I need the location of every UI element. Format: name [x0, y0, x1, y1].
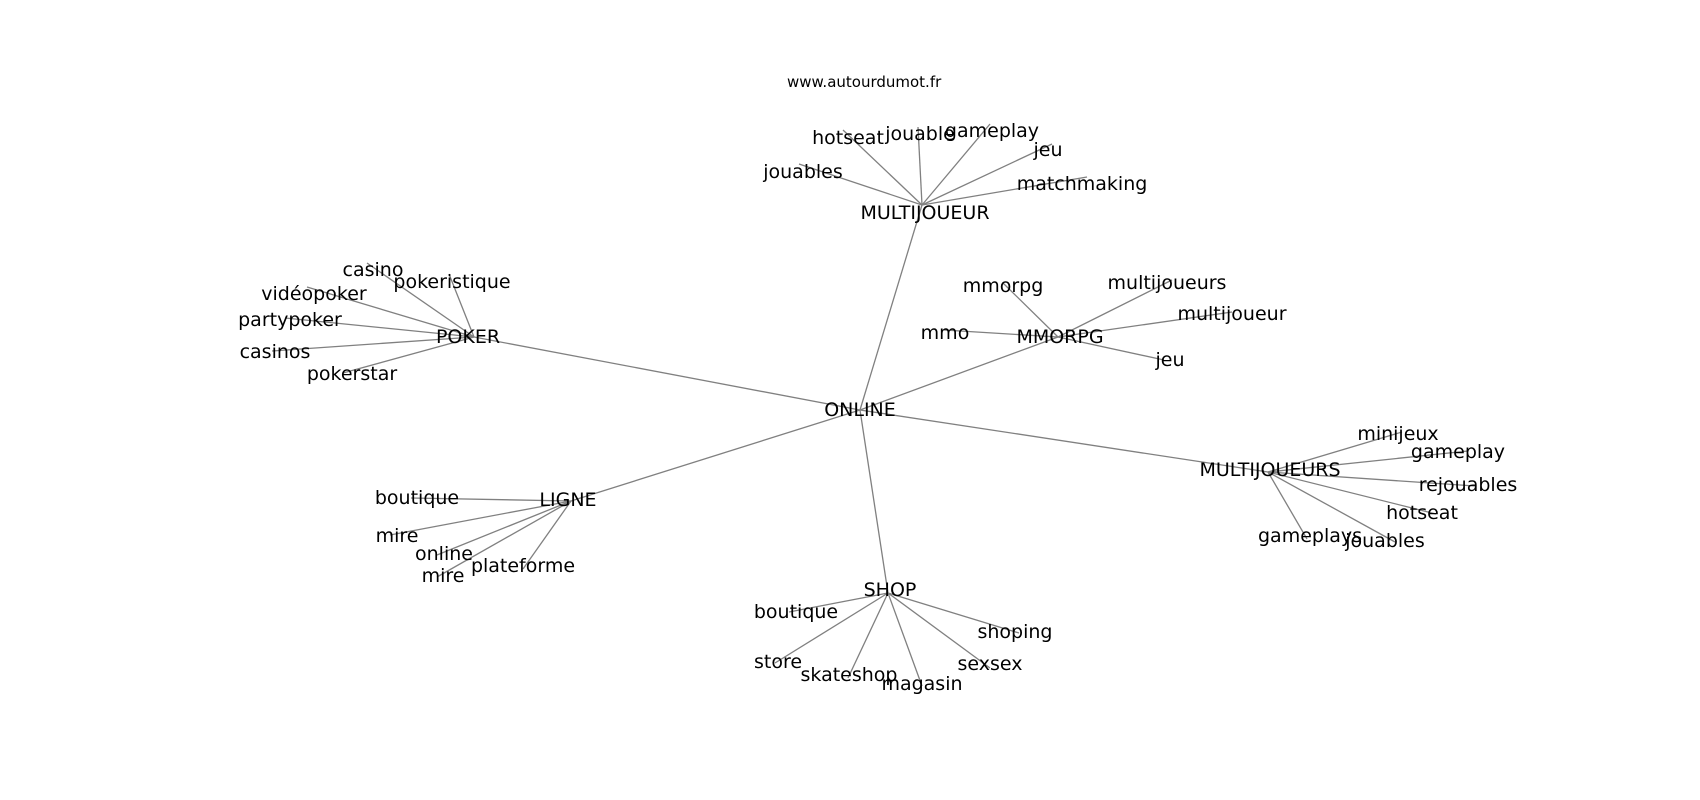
leaf-node[interactable]: hotseat [812, 127, 884, 149]
leaf-node[interactable]: jeu [1154, 349, 1184, 371]
edge-poker-5 [342, 336, 475, 374]
edge-poker-1 [448, 273, 475, 338]
center-node[interactable]: ONLINE [824, 399, 896, 421]
edge-poker-0 [366, 262, 475, 338]
leaf-node[interactable]: multijoueurs [1108, 272, 1227, 294]
edge-ligne-3 [436, 500, 572, 578]
leaf-node[interactable]: gameplays [1258, 525, 1362, 547]
edge-multijoueurs-0 [1267, 431, 1403, 473]
graph-edges [271, 123, 1476, 687]
edge-center-mmorpg [859, 336, 1059, 411]
leaf-node[interactable]: store [754, 651, 802, 673]
leaf-node[interactable]: hotseat [1386, 502, 1458, 524]
edge-multijoueur-0 [798, 163, 923, 206]
leaf-node[interactable]: vidéopoker [261, 283, 367, 305]
hub-node[interactable]: LIGNE [539, 489, 596, 511]
edge-center-multijoueurs [859, 409, 1269, 473]
edge-multijoueurs-2 [1267, 471, 1476, 487]
leaf-node[interactable]: skateshop [801, 664, 898, 686]
hub-node[interactable]: MULTIJOUEURS [1199, 459, 1340, 481]
edge-mmorpg-0 [1002, 282, 1059, 338]
leaf-node[interactable]: mmo [921, 322, 970, 344]
leaf-node[interactable]: gameplay [945, 120, 1039, 142]
leaf-node[interactable]: pokeristique [393, 271, 510, 293]
edge-mmorpg-2 [1057, 311, 1233, 338]
edge-multijoueur-3 [921, 123, 991, 206]
hub-node[interactable]: POKER [436, 326, 500, 348]
edge-ligne-1 [389, 500, 572, 536]
edge-center-poker [473, 336, 861, 411]
edge-multijoueurs-3 [1267, 471, 1437, 515]
edge-shop-2 [774, 592, 889, 664]
edge-ligne-4 [522, 500, 572, 570]
edge-multijoueur-5 [921, 176, 1088, 206]
edge-center-ligne [570, 409, 861, 502]
leaf-node[interactable]: gameplay [1411, 441, 1505, 463]
leaf-node[interactable]: shoping [977, 621, 1052, 643]
leaf-node[interactable]: jeu [1032, 139, 1062, 161]
leaf-node[interactable]: multijoueur [1177, 303, 1286, 325]
leaf-node[interactable]: casinos [240, 341, 311, 363]
leaf-node[interactable]: pokerstar [307, 363, 398, 385]
hub-node[interactable]: SHOP [864, 579, 917, 601]
edge-center-shop [859, 409, 889, 594]
edge-multijoueur-4 [921, 143, 1053, 206]
leaf-node[interactable]: boutique [375, 487, 459, 509]
edge-poker-3 [284, 317, 475, 338]
leaf-node[interactable]: jouables [762, 161, 843, 183]
edge-shop-4 [847, 592, 889, 679]
leaf-node[interactable]: jouables [1344, 530, 1425, 552]
edge-ligne-2 [436, 500, 572, 556]
hub-node[interactable]: MULTIJOUEUR [860, 202, 989, 224]
edge-multijoueur-1 [842, 129, 923, 206]
edge-multijoueurs-5 [1267, 471, 1396, 543]
edge-poker-4 [271, 336, 475, 352]
edge-poker-2 [306, 286, 475, 338]
leaf-node[interactable]: minijeux [1357, 423, 1438, 445]
edge-multijoueurs-1 [1267, 450, 1469, 473]
edge-shop-5 [887, 592, 923, 687]
leaf-node[interactable]: matchmaking [1017, 173, 1148, 195]
edge-mmorpg-3 [943, 329, 1059, 338]
leaf-node[interactable]: boutique [754, 601, 838, 623]
leaf-node[interactable]: casino [343, 259, 404, 281]
leaf-node[interactable]: online [415, 543, 473, 565]
leaf-node[interactable]: mire [422, 565, 465, 587]
edge-shop-0 [788, 592, 889, 613]
hub-node[interactable]: MMORPG [1016, 326, 1103, 348]
leaf-node[interactable]: partypoker [238, 309, 342, 331]
leaf-node[interactable]: sexsex [958, 653, 1023, 675]
edge-shop-3 [887, 592, 991, 669]
edge-shop-1 [887, 592, 1020, 634]
edge-ligne-0 [410, 497, 572, 502]
leaf-node[interactable]: magasin [881, 673, 962, 695]
leaf-node[interactable]: mmorpg [963, 275, 1044, 297]
edge-mmorpg-4 [1057, 336, 1165, 361]
edge-center-multijoueur [859, 204, 923, 411]
edge-multijoueurs-4 [1267, 471, 1308, 540]
edge-mmorpg-1 [1057, 279, 1173, 338]
leaf-node[interactable]: plateforme [471, 555, 575, 577]
leaf-node[interactable]: jouable [884, 123, 955, 145]
edge-multijoueur-2 [917, 126, 923, 206]
site-url[interactable]: www.autourdumot.fr [787, 73, 942, 91]
leaf-node[interactable]: mire [376, 525, 419, 547]
leaf-node[interactable]: rejouables [1419, 474, 1518, 496]
